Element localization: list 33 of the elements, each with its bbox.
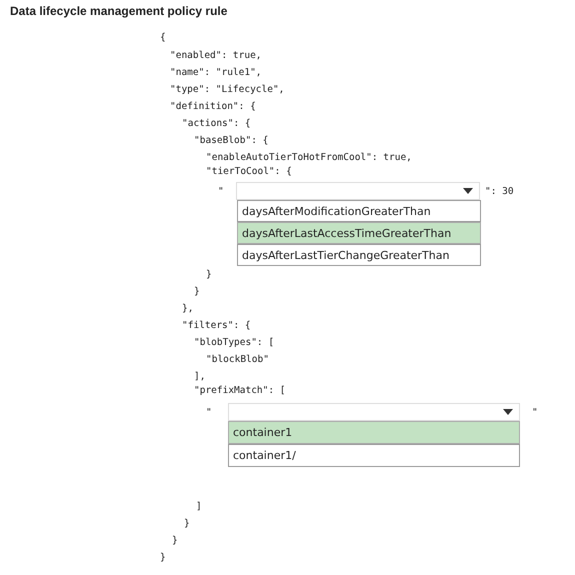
code-line: "type": "Lifecycle", (170, 84, 284, 96)
dropdown-field (236, 182, 480, 200)
code-line: "blockBlob" (206, 354, 269, 366)
code-line: "tierToCool": { (206, 166, 292, 178)
code-line: "enableAutoTierToHotFromCool": true, (206, 152, 412, 164)
code-line: } (194, 286, 200, 298)
code-line: "enabled": true, (170, 50, 262, 62)
code-line: "baseBlob": { (194, 135, 268, 147)
code-line: } (160, 552, 166, 564)
selected-option: daysAfterLastAccessTimeGreaterThan (237, 222, 481, 244)
selected-option: container1 (228, 421, 520, 444)
code-line: "blobTypes": [ (194, 337, 274, 349)
code-line: ], (194, 371, 206, 383)
code-line: "definition": { (170, 101, 256, 113)
code-line: { (160, 32, 166, 44)
code-line: "actions": { (182, 118, 251, 130)
dropdown-option: container1/ (228, 444, 520, 467)
code-line: "prefixMatch": [ (194, 385, 286, 397)
dropdown-option: daysAfterLastTierChangeGreaterThan (237, 244, 481, 266)
code-line: } (172, 535, 178, 547)
code-line: " (218, 186, 224, 198)
code-line: ": 30 (485, 186, 514, 198)
dropdown-option: daysAfterModificationGreaterThan (237, 200, 481, 222)
code-line: }, (182, 303, 194, 315)
code-line: } (206, 269, 212, 281)
code-line: " (206, 407, 212, 419)
code-line: ] (196, 501, 202, 513)
code-line: "filters": { (182, 320, 251, 332)
code-line: "name": "rule1", (170, 67, 262, 79)
code-line: " (532, 407, 538, 419)
diagram-title: Data lifecycle management policy rule (10, 4, 228, 18)
code-line: } (184, 518, 190, 530)
dropdown-field (228, 403, 520, 421)
